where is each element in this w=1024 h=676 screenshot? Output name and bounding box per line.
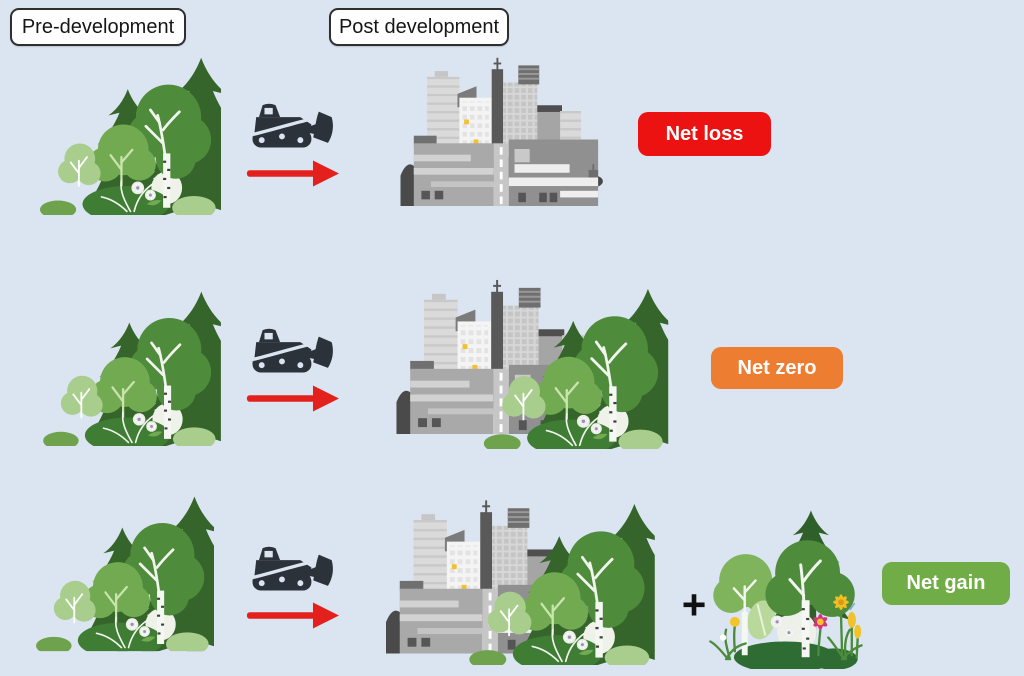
net-loss-badge: Net loss — [638, 112, 771, 156]
post-development-text: Post development — [338, 15, 500, 38]
replanted-forest-illustration-row3 — [458, 498, 666, 665]
pre-development-text: Pre-development — [21, 15, 175, 38]
red-arrow-icon-row1 — [246, 160, 339, 187]
red-arrow-icon-row2 — [246, 385, 339, 412]
net-zero-text: Net zero — [737, 356, 817, 379]
net-gain-badge: Net gain — [882, 562, 1010, 605]
replanted-forest-illustration-row2 — [470, 283, 682, 449]
net-zero-badge: Net zero — [711, 347, 843, 389]
forest-illustration-row1 — [38, 52, 223, 215]
bulldozer-icon-row2 — [247, 327, 339, 383]
post-development-label: Post development — [329, 8, 509, 46]
forest-illustration-row2 — [42, 286, 222, 446]
bulldozer-icon-row3 — [247, 545, 339, 601]
wildflower-meadow-illustration — [704, 502, 866, 669]
city-illustration-row1 — [396, 54, 614, 206]
forest-illustration-row3 — [36, 490, 214, 652]
net-gain-text: Net gain — [906, 572, 986, 594]
bulldozer-icon-row1 — [247, 102, 339, 158]
plus-sign: + — [681, 581, 707, 628]
pre-development-label: Pre-development — [10, 8, 186, 46]
net-loss-text: Net loss — [665, 122, 744, 145]
red-arrow-icon-row3 — [246, 602, 339, 629]
